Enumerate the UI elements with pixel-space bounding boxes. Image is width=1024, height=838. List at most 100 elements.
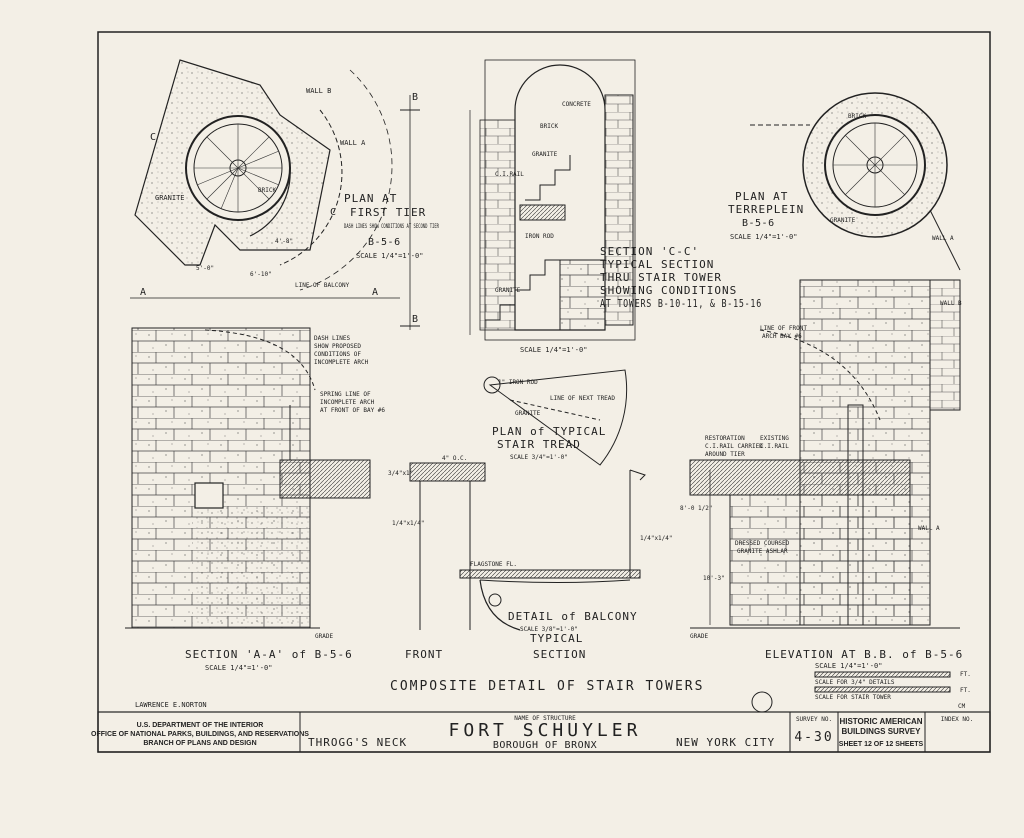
agency-line-2: OFFICE OF NATIONAL PARKS, BUILDINGS, AND…: [91, 731, 309, 738]
cc-granite-label: GRANITE: [532, 151, 558, 158]
svg-text:A: A: [372, 287, 379, 298]
index-label: INDEX NO.: [941, 716, 974, 723]
title-block: U.S. DEPARTMENT OF THE INTERIOR OFFICE O…: [91, 711, 991, 753]
unit-ft-2: FT.: [960, 687, 971, 694]
svg-text:INCOMPLETE ARCH: INCOMPLETE ARCH: [314, 359, 369, 366]
unit-cm: CM: [958, 703, 966, 710]
iron-rod-label: IRON ROD: [525, 233, 554, 240]
svg-text:ARCH BAY #6: ARCH BAY #6: [762, 333, 802, 340]
location-left: THROGG'S NECK: [308, 736, 407, 749]
composite-title: COMPOSITE DETAIL OF STAIR TOWERS: [390, 679, 704, 694]
elevation-scale: SCALE 1/4"=1'-0": [815, 662, 882, 670]
scale-bars: SCALE FOR 3/4" DETAILS SCALE FOR STAIR T…: [751, 671, 971, 713]
svg-text:SECTION 'C-C': SECTION 'C-C': [600, 245, 699, 258]
ci-rail-label: C.I.RAIL: [495, 171, 524, 178]
stair-tread-scale: SCALE 3/4"=1'-0": [510, 454, 568, 461]
city: NEW YORK CITY: [676, 736, 775, 749]
svg-text:THRU STAIR TOWER: THRU STAIR TOWER: [600, 271, 722, 284]
cc-granite-2-label: GRANITE: [495, 287, 521, 294]
svg-text:CONDITIONS OF: CONDITIONS OF: [314, 351, 361, 358]
section-cc: CONCRETE BRICK GRANITE C.I.RAIL IRON ROD…: [469, 59, 636, 354]
svg-text:C.I.RAIL CARRIED: C.I.RAIL CARRIED: [705, 443, 763, 450]
balcony-scale: SCALE 3/8"=1'-0": [520, 626, 578, 633]
line-next-tread-label: LINE OF NEXT TREAD: [550, 395, 615, 402]
borough: BOROUGH OF BRONX: [493, 740, 597, 751]
svg-text:SHOWING CONDITIONS: SHOWING CONDITIONS: [600, 284, 737, 297]
concrete-label: CONCRETE: [562, 101, 591, 108]
elevation-title: ELEVATION AT B.B. of B-5-6: [765, 648, 963, 661]
terreplein-brick-label: BRICK: [848, 113, 866, 120]
svg-text:LINE OF FRONT: LINE OF FRONT: [760, 325, 807, 332]
balcony-front: FRONT: [405, 648, 443, 661]
section-aa-scale: SCALE 1/4"=1'-0": [205, 664, 272, 672]
plan-first-tier-ref: B-5-6: [368, 237, 401, 248]
svg-text:TERREPLEIN: TERREPLEIN: [728, 203, 804, 216]
sheet-number: SHEET 12 OF 12 SHEETS: [839, 741, 924, 748]
balcony-title: DETAIL of BALCONY: [508, 610, 638, 623]
elevation-wall-b: WALL B: [940, 300, 962, 307]
svg-text:RESTORATION: RESTORATION: [705, 435, 745, 442]
unit-ft-1: FT.: [960, 671, 971, 678]
svg-text:B: B: [412, 92, 419, 103]
terreplein-granite-label: GRANITE: [830, 217, 856, 224]
svg-text:GRANITE ASHLAR: GRANITE ASHLAR: [737, 548, 788, 555]
dim-3: 4'-8": [275, 238, 293, 245]
drafter-name: LAWRENCE E.NORTON: [135, 701, 207, 709]
habs-seal: [751, 691, 773, 713]
svg-text:EXISTING: EXISTING: [760, 435, 789, 442]
wall-a-label: WALL A: [340, 139, 366, 147]
survey-number: 4-30: [794, 730, 833, 745]
balcony-dim-4: 1/4"x1/4": [640, 535, 673, 542]
svg-text:PLAN of TYPICAL: PLAN of TYPICAL: [492, 425, 606, 438]
svg-text:PLAN AT: PLAN AT: [735, 190, 788, 203]
svg-text:INCOMPLETE ARCH: INCOMPLETE ARCH: [320, 399, 375, 406]
scale-stair-tower: SCALE FOR STAIR TOWER: [815, 694, 891, 701]
structure-name: FORT SCHUYLER: [449, 720, 642, 741]
habs-line-2: BUILDINGS SURVEY: [842, 727, 922, 736]
elevation-dim-1: 8'-0 1/2": [680, 505, 713, 512]
svg-text:C: C: [150, 132, 157, 143]
svg-text:TYPICAL SECTION: TYPICAL SECTION: [600, 258, 714, 271]
cc-brick-label: BRICK: [540, 123, 558, 130]
elevation-dim-2: 10'-3": [703, 575, 725, 582]
elevation-grade: GRADE: [690, 633, 708, 640]
agency-line-3: BRANCH OF PLANS AND DESIGN: [143, 740, 256, 747]
terreplein-scale: SCALE 1/4"=1'-0": [730, 233, 797, 241]
balcony-typical: TYPICAL: [530, 632, 583, 645]
svg-text:DASH LINES: DASH LINES: [314, 335, 351, 342]
plan-first-tier-title: PLAN AT: [344, 192, 397, 205]
balcony-detail: 3/4"x1" 4" O.C. 1/4"x1/4" 1/4"x1/4" FLAG…: [388, 455, 673, 661]
section-cc-title: SECTION 'C-C' TYPICAL SECTION THRU STAIR…: [600, 245, 761, 310]
svg-text:SPRING LINE OF: SPRING LINE OF: [320, 391, 371, 398]
habs-line-1: HISTORIC AMERICAN: [839, 717, 922, 726]
dim-1: 5'-0": [196, 265, 214, 272]
elevation-bb: LINE OF FRONT ARCH BAY #6 RESTORATION C.…: [680, 279, 963, 670]
section-aa: DASH LINES SHOW PROPOSED CONDITIONS OF I…: [125, 327, 385, 672]
structure-label: NAME OF STRUCTURE: [514, 715, 576, 722]
plan-terreplein: BRICK GRANITE WALL A PLAN AT TERREPLEIN …: [728, 92, 961, 271]
balcony-dim-3: 1/4"x1/4": [392, 520, 425, 527]
svg-text:STAIR TREAD: STAIR TREAD: [497, 438, 581, 451]
section-aa-grade: GRADE: [315, 633, 333, 640]
plan-first-tier-scale: SCALE 1/4"=1'-0": [356, 252, 423, 260]
svg-text:C: C: [330, 207, 337, 218]
balcony-dim-1: 3/4"x1": [388, 470, 413, 477]
svg-text:AT FRONT OF BAY #6: AT FRONT OF BAY #6: [320, 407, 385, 414]
terreplein-wall-label: WALL A: [932, 235, 954, 242]
svg-text:DRESSED COURSED: DRESSED COURSED: [735, 540, 790, 547]
brick-label: BRICK: [258, 187, 276, 194]
dim-2: 6'-10": [250, 271, 272, 278]
scale-details: SCALE FOR 3/4" DETAILS: [815, 679, 895, 686]
terreplein-ref: B-5-6: [742, 218, 775, 229]
svg-text:B: B: [412, 314, 419, 325]
svg-text:SHOW PROPOSED: SHOW PROPOSED: [314, 343, 361, 350]
plan-first-tier-note: DASH LINES SHOW CONDITIONS AT SECOND TIE…: [344, 223, 439, 230]
agency-line-1: U.S. DEPARTMENT OF THE INTERIOR: [137, 722, 264, 729]
iron-rod-tread-label: 1" IRON ROD: [498, 379, 538, 386]
flagstone-label: FLAGSTONE FL.: [470, 561, 517, 568]
tread-granite-label: GRANITE: [515, 410, 541, 417]
balcony-dim-2: 4" O.C.: [442, 455, 467, 462]
svg-text:C.I.RAIL: C.I.RAIL: [760, 443, 789, 450]
